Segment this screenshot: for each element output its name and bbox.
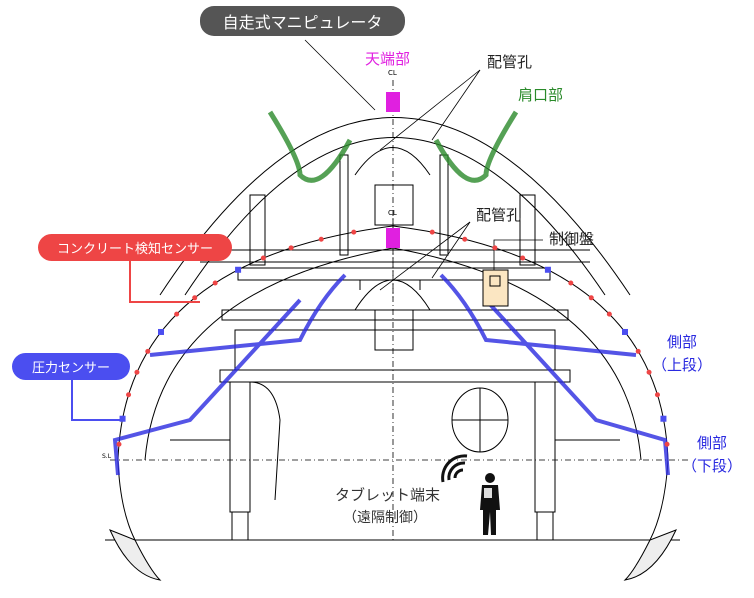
concrete-sensor-mark xyxy=(492,245,498,251)
concrete-sensor-mark xyxy=(318,236,324,242)
person-silhouette-icon xyxy=(480,473,500,535)
pressure-sensor-mark xyxy=(660,415,667,422)
pressure-sensor-mark xyxy=(235,266,242,273)
concrete-sensor-mark xyxy=(116,441,122,447)
concrete-sensor-leader xyxy=(129,261,200,303)
main-frame xyxy=(219,369,571,383)
concrete-sensor-mark xyxy=(462,236,468,242)
pipe-hole-label-top: 配管孔 xyxy=(487,53,533,71)
pressure-sensor-mark xyxy=(119,415,126,422)
pressure-sensor-leader xyxy=(71,380,125,421)
control-panel-label: 制御盤 xyxy=(549,230,595,248)
pipe-hole-label-bottom: 配管孔 xyxy=(476,206,522,224)
wifi-icon xyxy=(441,454,468,483)
concrete-sensor-mark xyxy=(134,369,140,375)
concrete-sensor-mark xyxy=(351,229,357,235)
concrete-sensor-mark xyxy=(646,369,652,375)
side-upper-sub-label: （上段） xyxy=(652,356,713,374)
side-lower-label: 側部 xyxy=(697,434,728,452)
centerline-label-top: CL xyxy=(388,69,397,77)
concrete-sensor-mark xyxy=(212,280,218,286)
pressure-sensor-mark xyxy=(544,266,551,273)
pressure-sensor-badge: 圧力センサー xyxy=(12,353,130,380)
concrete-sensor-mark xyxy=(260,255,266,261)
concrete-sensor-mark xyxy=(520,255,526,261)
top-arch-outer xyxy=(159,117,631,296)
pressure-sensor-mark xyxy=(621,328,628,335)
pressure-sensor-mark xyxy=(158,328,165,335)
springline-label: S.L xyxy=(102,453,112,460)
concrete-sensor-mark xyxy=(606,311,612,317)
centerline-label-bottom: CL xyxy=(388,209,397,217)
concrete-sensor-mark xyxy=(568,280,574,286)
tablet-label: タブレット端末 xyxy=(335,486,441,504)
concrete-sensor-mark xyxy=(174,311,180,317)
control-panel-box xyxy=(482,269,509,307)
concrete-sensor-badge: コンクリート検知センサー xyxy=(38,234,232,261)
concrete-sensor-mark xyxy=(288,245,294,251)
top-arch-inner xyxy=(184,137,606,296)
concrete-sensor-mark xyxy=(126,392,132,398)
remote-control-label: （遠隔制御） xyxy=(343,510,427,526)
manipulator-title-badge: 自走式マニピュレータ xyxy=(200,6,405,36)
sensor-dots xyxy=(116,229,670,447)
side-lower-sub-label: （下段） xyxy=(682,457,743,475)
side-upper-label: 側部 xyxy=(667,333,698,351)
concrete-sensor-mark xyxy=(635,348,641,354)
concrete-sensor-mark xyxy=(654,392,660,398)
crown-label: 天端部 xyxy=(365,50,411,68)
concrete-sensor-mark xyxy=(429,229,435,235)
concrete-sensor-mark xyxy=(192,295,198,301)
concrete-sensor-mark xyxy=(664,441,670,447)
concrete-sensor-mark xyxy=(588,295,594,301)
shoulder-label: 肩口部 xyxy=(518,86,564,104)
concrete-sensor-mark xyxy=(145,348,151,354)
